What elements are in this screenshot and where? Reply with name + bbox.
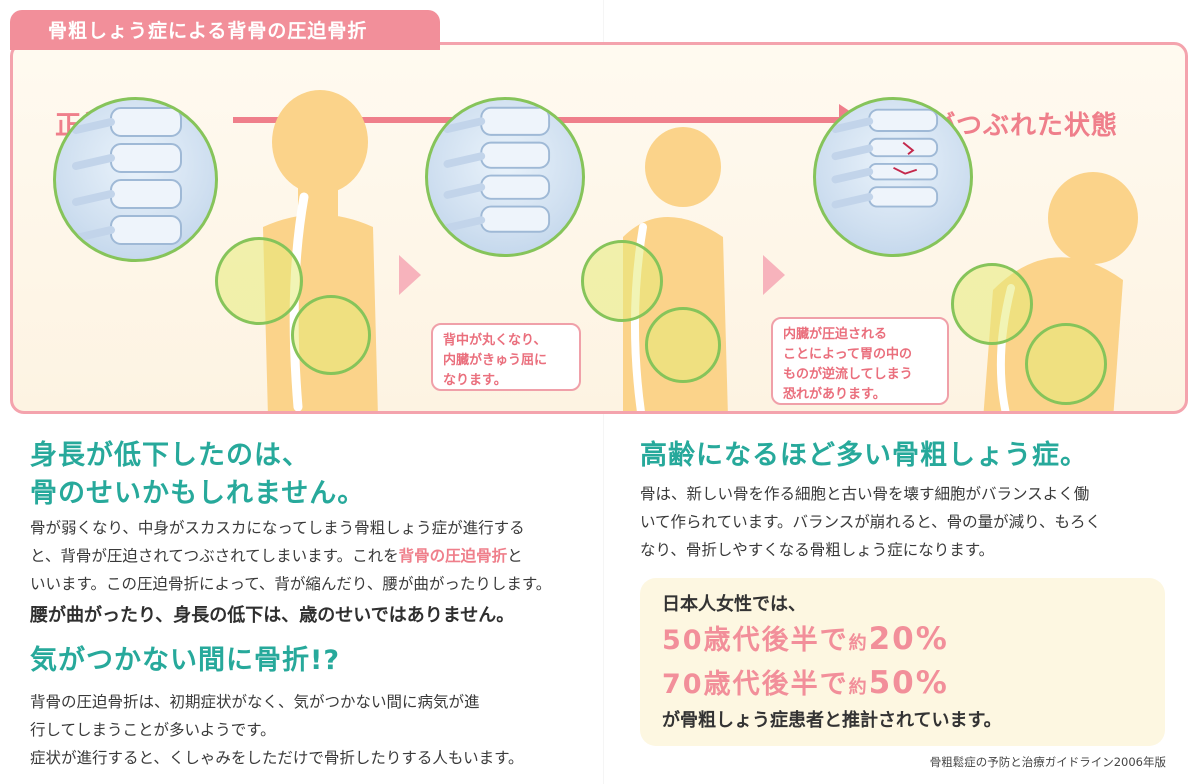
right-paragraph: 骨は、新しい骨を作る細胞と古い骨を壊す細胞がバランスよく働 いて作られています。… — [640, 485, 1101, 559]
left-paragraph-1: 骨が弱くなり、中身がスカスカになってしまう骨粗しょう症が進行する と、背骨が圧迫… — [30, 519, 552, 593]
source-citation: 骨粗鬆症の予防と治療ガイドライン2006年版 — [929, 755, 1166, 769]
callout-right: 内臓が圧迫される ことによって胃の中の ものが逆流してしまう 恐れがあります。 — [771, 317, 949, 405]
callout-middle: 背中が丸くなり、 内臓がきゅう屈に なります。 — [431, 323, 581, 391]
stat-line-70s: 70歳代後半で約50% — [662, 665, 949, 701]
compression-fracture-term: 背骨の圧迫骨折 — [398, 547, 508, 565]
upper-back-highlight — [215, 237, 303, 325]
stat-intro: 日本人女性では、 — [662, 594, 806, 615]
chevron-right-icon — [763, 255, 785, 295]
abdomen-highlight — [645, 307, 721, 383]
left-heading-line-1: 身長が低下したのは、 — [30, 440, 310, 471]
chevron-right-icon — [399, 255, 421, 295]
vertebrae-icon — [53, 97, 218, 262]
illustration-panel: 正常な背骨 背骨がつぶれた状態 — [10, 42, 1188, 414]
stat-line-50s: 50歳代後半で約20% — [662, 621, 949, 657]
left-bold-statement: 腰が曲がったり、身長の低下は、歳のせいではありません。 — [30, 605, 515, 626]
upper-back-highlight — [951, 263, 1033, 345]
right-heading: 高齢になるほど多い骨粗しょう症。 — [640, 440, 1088, 471]
upper-back-highlight — [581, 240, 663, 322]
lower-back-highlight — [291, 295, 371, 375]
left-subheading: 気がつかない間に骨折!? — [30, 645, 340, 676]
statistics-box: 日本人女性では、 50歳代後半で約20% 70歳代後半で約50% が骨粗しょう症… — [640, 578, 1165, 746]
left-paragraph-2: 背骨の圧迫骨折は、初期症状がなく、気がつかない間に病気が進 行してしまうことが多… — [30, 693, 524, 767]
abdomen-highlight — [1025, 323, 1107, 405]
vertebrae-icon — [425, 97, 585, 257]
panel-title-tab: 骨粗しょう症による背骨の圧迫骨折 — [10, 10, 440, 50]
stat-outro: が骨粗しょう症患者と推計されています。 — [662, 710, 1002, 731]
left-heading-line-2: 骨のせいかもしれません。 — [30, 478, 366, 509]
cracked-vertebrae-icon — [813, 97, 973, 257]
